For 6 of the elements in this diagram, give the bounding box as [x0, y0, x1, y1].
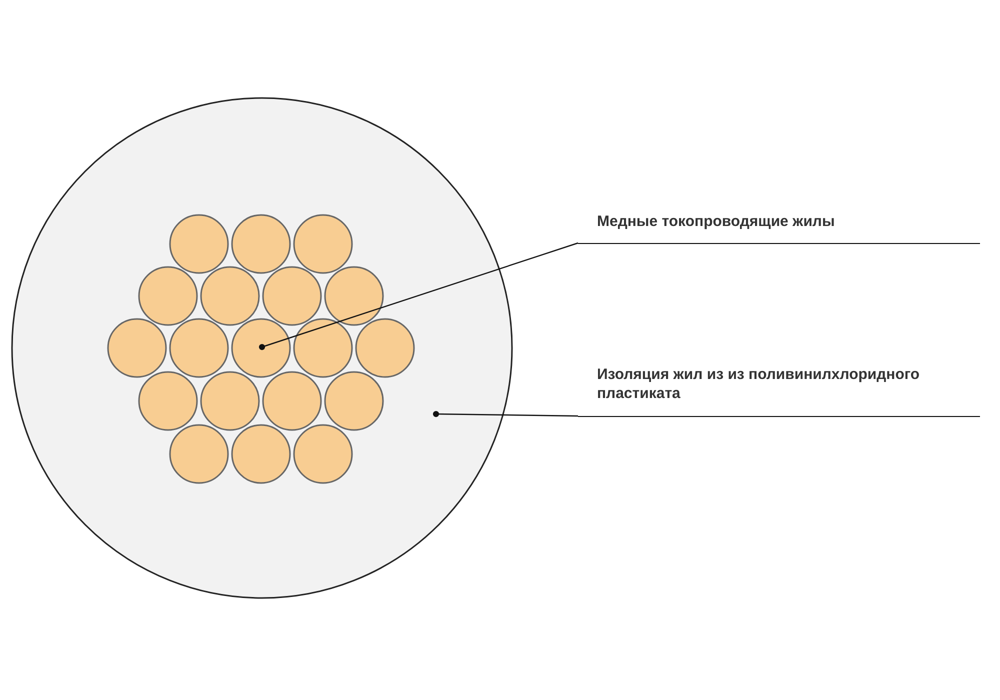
callout-text: Медные токопроводящие жилы — [578, 212, 980, 244]
leader-line — [258, 242, 578, 350]
copper-wire-circle — [231, 318, 291, 378]
callout-text: Изоляция жил из из поливинилхлоридного пластиката — [578, 365, 980, 417]
insulation-circle — [11, 97, 513, 599]
leader-line — [432, 410, 578, 418]
